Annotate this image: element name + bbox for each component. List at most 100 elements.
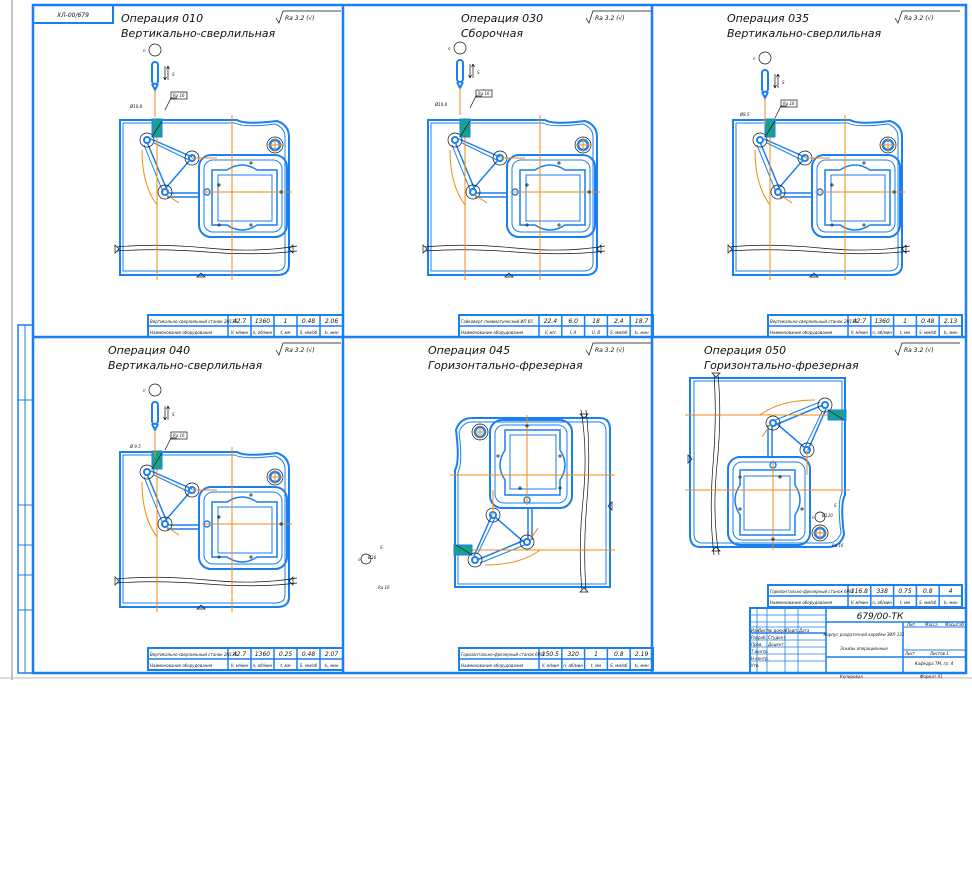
parameters-header: Наименование оборудования <box>461 330 524 335</box>
sheet-label: Лист <box>904 651 916 656</box>
parameter-value: 2.4 <box>614 318 624 325</box>
hole-diameter-dimension: Ø8.5 <box>739 112 750 117</box>
machine-name: Гайковерт пневматический ИП 65 <box>461 319 533 324</box>
roughness-icon <box>275 10 341 24</box>
parameter-value: 42.7 <box>233 651 247 658</box>
organization: Кафедра ТМ, гр. 4 <box>915 661 954 666</box>
parameters-header: Наименование оборудования <box>770 600 833 605</box>
parameter-unit: V, м/мин <box>231 330 249 335</box>
parameter-unit: t₀, мин <box>635 663 649 668</box>
parameter-value: 1360 <box>255 651 270 658</box>
parameters-header: Наименование оборудования <box>150 663 213 668</box>
document-name: Эскизы операционные <box>839 646 888 651</box>
roughness-icon <box>894 10 960 24</box>
machine-name: Горизонтально-фрезерный станок 6Р82 <box>461 652 546 657</box>
column-label: Подп. <box>786 628 798 633</box>
parameter-unit: I, A <box>570 330 577 335</box>
operation-title: Операция 045 <box>428 344 510 357</box>
parameter-unit: t, мм <box>900 330 910 335</box>
parameter-unit: t, мм <box>900 600 910 605</box>
title-block: 679/00-ТК Корпус раздаточной коробки ЗИЛ… <box>749 607 967 679</box>
parameter-value: 0.48 <box>921 318 935 325</box>
cutter-rotation-icon <box>360 553 372 565</box>
operation-name: Вертикально-сверлильная <box>108 359 263 372</box>
roughness-icon <box>275 342 341 356</box>
parameter-value: 1 <box>594 651 598 658</box>
cutter-rotation-icon <box>814 511 826 523</box>
hole-diameter-dimension: Ø10.8 <box>129 104 143 109</box>
parameter-unit: S, мм/об <box>610 330 628 335</box>
feed-label: S <box>172 72 175 77</box>
machine-name: Вертикально-сверлильный станок 2Н135 <box>150 652 238 657</box>
parameter-unit: t₀, мин <box>944 600 958 605</box>
spindle-rotation-label: n <box>358 557 361 562</box>
column-label: № докум. <box>767 628 788 633</box>
cutting-parameters-table: Вертикально-сверлильный станок 2Н13542.7… <box>767 314 963 338</box>
workpiece-drawing <box>726 113 912 282</box>
feed-label: S <box>172 412 175 417</box>
parameter-unit: S, мм/об <box>300 663 318 668</box>
parameter-unit: t, мм <box>280 663 290 668</box>
parameter-value: 42.7 <box>853 318 867 325</box>
parameter-value: 1360 <box>255 318 270 325</box>
roughness-general: Ra 3.2 (√) <box>595 15 625 22</box>
cutting-tool: nSØ 9.5Ra 16 <box>129 383 188 457</box>
operation-name: Вертикально-сверлильная <box>727 27 882 40</box>
drill-icon <box>148 43 171 91</box>
parameter-unit: n, об/мин <box>872 330 892 335</box>
parameter-value: 0.25 <box>279 651 293 658</box>
scale-label: Масштаб <box>945 622 965 627</box>
workpiece-drawing <box>421 113 607 282</box>
parameter-value: 2.13 <box>944 318 958 325</box>
surface-roughness-label: Ra 16 <box>378 585 390 590</box>
parameters-header: Наименование оборудования <box>150 330 213 335</box>
parameter-unit: t₀, мин <box>944 330 958 335</box>
operation-title: Операция 040 <box>108 344 190 357</box>
surface-roughness-label: Ra 16 <box>173 433 185 438</box>
spindle-rotation-label: n <box>448 46 451 51</box>
lit-label: Лит. <box>906 622 916 627</box>
parameter-value: 0.8 <box>614 651 624 658</box>
parameter-unit: t₀, мин <box>325 330 339 335</box>
parameter-unit: n, об/мин <box>253 330 273 335</box>
column-label: Лист <box>757 628 769 633</box>
drawing-code-box: ХЛ-00/679 <box>32 4 114 24</box>
hole-diameter-dimension: Ø10.8 <box>434 102 448 107</box>
operation-title: Операция 030 <box>461 12 543 25</box>
cutting-parameters-table: Вертикально-сверлильный станок 2Н13542.7… <box>147 647 344 671</box>
mass-label: Масса <box>925 622 938 627</box>
parameter-unit: S, мм/об <box>919 600 937 605</box>
operation-name: Горизонтально-фрезерная <box>704 359 859 372</box>
feed-label: S <box>834 503 837 508</box>
role-label: Т.контр. <box>751 649 768 654</box>
part-name: Корпус раздаточной коробки ЗИЛ-131 <box>824 632 905 637</box>
drawing-code: ХЛ-00/679 <box>56 12 89 19</box>
parameter-value: 18 <box>592 318 600 325</box>
spindle-rotation-label: n <box>812 515 815 520</box>
parameter-unit: t, мм <box>280 330 290 335</box>
parameter-value: 338 <box>876 588 888 595</box>
roughness-icon <box>585 342 651 356</box>
column-label: Дата <box>798 628 810 633</box>
parameter-unit: V, м/мин <box>851 330 869 335</box>
hole-diameter-dimension: Ø 9.5 <box>129 444 141 449</box>
surface-roughness-label: Ra 16 <box>478 91 490 96</box>
machine-name: Вертикально-сверлильный станок 2Н135 <box>770 319 858 324</box>
parameter-unit: V, м/с <box>545 330 557 335</box>
drill-icon <box>758 51 781 99</box>
column-label: Изм. <box>751 628 760 633</box>
feed-label: S <box>477 70 480 75</box>
workpiece-drawing <box>683 371 852 557</box>
parameter-value: 0.8 <box>923 588 933 595</box>
operation-name: Сборочная <box>461 27 523 40</box>
parameter-value: 150.5 <box>542 651 559 658</box>
parameter-value: 6.0 <box>568 318 578 325</box>
parameter-value: 0.48 <box>302 651 316 658</box>
parameter-value: 2.19 <box>635 651 649 658</box>
parameter-value: 2.06 <box>325 318 339 325</box>
parameter-unit: U, B <box>592 330 600 335</box>
